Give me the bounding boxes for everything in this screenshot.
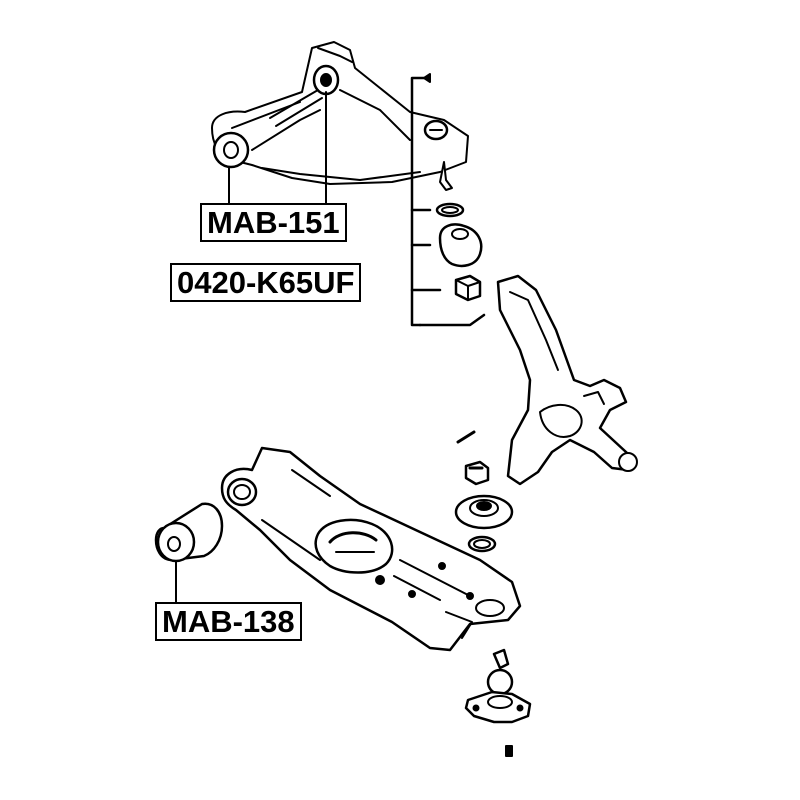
lower-cotter-pin xyxy=(505,745,513,757)
cotter-clip xyxy=(423,73,431,83)
steering-knuckle xyxy=(496,274,638,486)
lower-control-arm xyxy=(220,446,522,652)
bump-stop-washer xyxy=(454,494,514,530)
lower-ball-joint xyxy=(464,648,532,724)
lower-bushing xyxy=(154,502,224,563)
lower-ball-joint-nut xyxy=(464,460,490,486)
upper-control-arm xyxy=(211,41,469,191)
ball-joint-boot xyxy=(438,223,483,268)
lower-bushing-part-label: MAB-138 xyxy=(155,602,302,641)
upper-bushing-part-label: MAB-151 xyxy=(200,203,347,242)
upper-leader-lines xyxy=(228,91,327,204)
ball-joint-kit-bracket xyxy=(410,76,486,327)
ball-joint-nut xyxy=(454,274,482,302)
ball-joint-ring xyxy=(435,202,465,218)
lower-seal-ring xyxy=(467,535,497,553)
ball-joint-part-label: 0420-K65UF xyxy=(170,263,362,302)
cotter-pin xyxy=(456,430,476,444)
